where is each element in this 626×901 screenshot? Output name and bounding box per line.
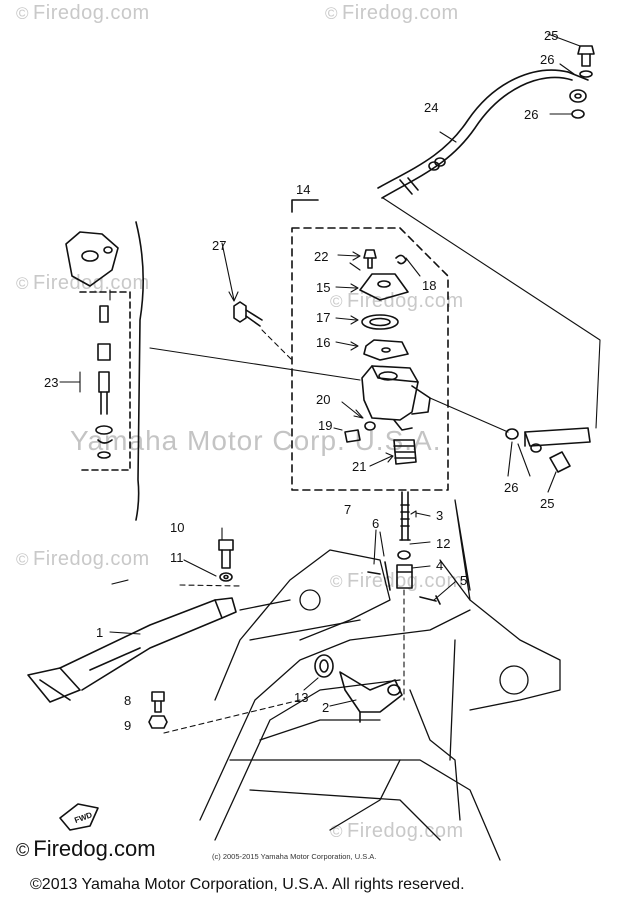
callout-label: 6 xyxy=(372,516,379,531)
brake-pedal xyxy=(27,597,237,703)
callout-label: 7 xyxy=(344,502,351,517)
brake-hose-right xyxy=(505,427,591,473)
watermark: ©Firedog.com xyxy=(16,548,150,570)
callout-label: 22 xyxy=(314,249,328,264)
callout-label: 3 xyxy=(436,508,443,523)
callout-label: 11 xyxy=(170,550,184,565)
watermark: ©Firedog.com xyxy=(16,272,150,294)
callout-label: 16 xyxy=(316,335,330,350)
callout-label: 26 xyxy=(540,52,554,67)
callout-label: 27 xyxy=(212,238,226,253)
master-cylinder-group xyxy=(291,199,449,491)
frame-outline xyxy=(199,499,561,861)
callout-label: 4 xyxy=(436,558,443,573)
callout-label: 20 xyxy=(316,392,330,407)
callout-label: 23 xyxy=(44,375,58,390)
callout-label: 26 xyxy=(524,107,538,122)
watermark: ©Firedog.com xyxy=(330,570,464,592)
callout-label: 18 xyxy=(422,278,436,293)
callout-label: 13 xyxy=(294,690,308,705)
reservoir-hose xyxy=(377,45,595,199)
callout-label: 26 xyxy=(504,480,518,495)
bolt-8 xyxy=(148,691,168,729)
footer-copyright: ©2013 Yamaha Motor Corporation, U.S.A. A… xyxy=(30,876,465,893)
firedog-logo: ©Firedog.com xyxy=(16,836,156,861)
watermark: ©Firedog.com xyxy=(16,2,150,24)
bolt-27 xyxy=(233,301,263,327)
callout-label: 25 xyxy=(540,496,554,511)
callout-label: 24 xyxy=(424,100,438,115)
callout-label: 12 xyxy=(436,536,450,551)
watermark: ©Firedog.com xyxy=(330,290,464,312)
callout-label: 17 xyxy=(316,310,330,325)
push-rod xyxy=(367,491,441,605)
bolt-10 xyxy=(218,539,234,582)
callout-label: 5 xyxy=(460,573,467,588)
brake-shaft xyxy=(314,654,403,723)
inset-caliper-group xyxy=(65,221,144,521)
leader-lines xyxy=(59,33,601,734)
callout-label: 9 xyxy=(124,718,131,733)
callout-label: 15 xyxy=(316,280,330,295)
callout-label: 25 xyxy=(544,28,558,43)
callout-label: 8 xyxy=(124,693,131,708)
callout-label: 1 xyxy=(96,625,103,640)
fwd-arrow-icon xyxy=(59,803,99,831)
watermark: ©Firedog.com xyxy=(325,2,459,24)
small-copyright: (c) 2005-2015 Yamaha Motor Corporation, … xyxy=(212,852,377,861)
watermark: ©Firedog.com xyxy=(330,820,464,842)
callout-label: 10 xyxy=(170,520,184,535)
callout-label: 19 xyxy=(318,418,332,433)
callout-labels: 25 26 26 24 14 27 22 18 15 17 16 23 20 1… xyxy=(44,28,558,825)
callout-label: 2 xyxy=(322,700,329,715)
center-watermark: Yamaha Motor Corp. U.S.A. xyxy=(70,425,442,456)
callout-label: 14 xyxy=(296,182,310,197)
callout-label: 21 xyxy=(352,459,366,474)
